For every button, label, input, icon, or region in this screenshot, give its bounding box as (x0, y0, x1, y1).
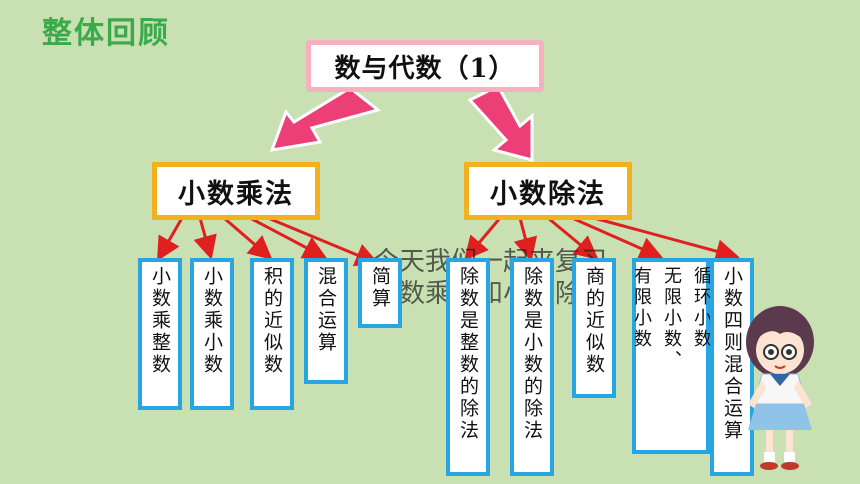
page-title: 整体回顾 (42, 16, 170, 51)
leaf-divisor-integer: 除数是整数的除法 (446, 258, 490, 476)
arrow-9 (571, 216, 664, 260)
arrow-3 (223, 216, 273, 260)
big-arrow-right (467, 84, 534, 162)
leaf-product-approximation: 积的近似数 (250, 258, 294, 410)
big-arrow-left (269, 86, 382, 152)
arrow-4 (249, 216, 328, 259)
leaf-four-operations: 小数四则混合运算 (710, 258, 754, 476)
arrow-7 (513, 217, 538, 262)
leaf-decimal-types: 有限小数 无限小数、 循环小数 (631, 258, 712, 454)
leaf-simplified-calculation: 简算 (358, 258, 402, 328)
arrow-6 (464, 217, 502, 261)
leaf-mixed-operations: 混合运算 (304, 258, 348, 384)
category-division: 小数除法 (464, 162, 632, 220)
root-node: 数与代数（1） (306, 40, 544, 92)
arrow-2 (193, 217, 217, 260)
leaf-decimal-times-decimal: 小数乘小数 (190, 258, 234, 410)
arrow-1 (156, 217, 184, 262)
leaf-quotient-approximation: 商的近似数 (572, 258, 616, 398)
leaf-divisor-decimal: 除数是小数的除法 (510, 258, 554, 476)
arrow-8 (547, 216, 599, 260)
category-multiplication: 小数乘法 (152, 162, 320, 220)
arrow-10 (593, 216, 740, 263)
arrow-5 (267, 216, 380, 267)
leaf-decimal-times-integer: 小数乘整数 (138, 258, 182, 410)
